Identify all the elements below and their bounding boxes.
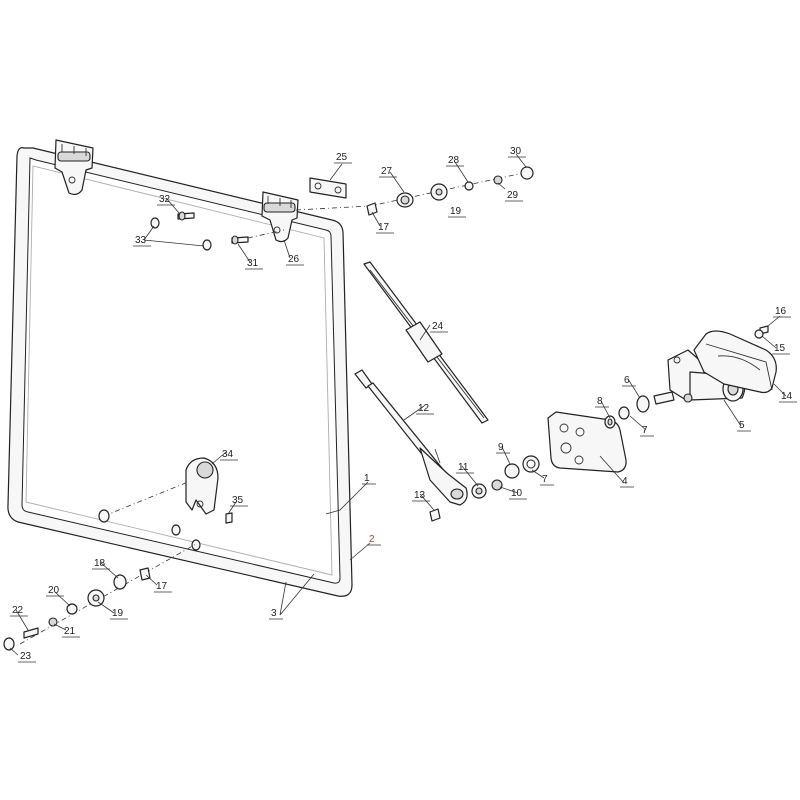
callout-17a: 17 <box>378 222 390 233</box>
callout-19b: 19 <box>112 608 124 619</box>
callout-15: 15 <box>774 343 786 354</box>
lower-fastener-stack <box>3 543 197 651</box>
callout-14: 14 <box>781 391 793 402</box>
callout-21: 21 <box>64 626 76 637</box>
callout-3: 3 <box>271 608 277 619</box>
callout-19a: 19 <box>450 206 462 217</box>
leader-lines <box>9 153 787 656</box>
wiper-blade <box>363 261 489 424</box>
callout-22: 22 <box>12 605 24 616</box>
callout-11: 11 <box>458 462 469 473</box>
callout-32: 32 <box>159 194 171 205</box>
callout-7b: 7 <box>542 474 548 485</box>
latch-bracket <box>98 457 233 551</box>
callout-8: 8 <box>597 396 603 407</box>
callout-4: 4 <box>622 476 628 487</box>
motor-cover <box>693 330 777 394</box>
callout-6: 6 <box>624 375 630 386</box>
callout-7a: 7 <box>642 425 648 436</box>
callout-26: 26 <box>288 254 300 265</box>
callout-33: 33 <box>135 235 147 246</box>
hinge-pivot-assembly <box>295 166 534 216</box>
callout-1: 1 <box>364 473 370 484</box>
callout-18: 18 <box>94 558 106 569</box>
callout-13: 13 <box>414 490 426 501</box>
callout-underlines <box>10 156 797 663</box>
wiper-arm <box>354 369 540 522</box>
callout-20: 20 <box>48 585 60 596</box>
callout-16: 16 <box>775 306 787 317</box>
callout-labels: 1 2 3 4 5 6 7 7 8 9 10 11 12 13 14 15 16… <box>12 146 793 662</box>
callout-29: 29 <box>507 190 519 201</box>
callout-35: 35 <box>232 495 244 506</box>
callout-28: 28 <box>448 155 460 166</box>
hinge-left <box>54 139 94 196</box>
cover-screws <box>754 325 769 339</box>
motor-washers <box>604 395 650 429</box>
callout-9: 9 <box>498 442 504 453</box>
window-frame <box>7 147 353 597</box>
callout-27: 27 <box>381 166 393 177</box>
callout-23: 23 <box>20 651 32 662</box>
callout-31: 31 <box>247 258 259 269</box>
callout-10: 10 <box>511 488 523 499</box>
callout-30: 30 <box>510 146 522 157</box>
hinge-right <box>261 191 299 243</box>
callout-5: 5 <box>739 420 745 431</box>
callout-12: 12 <box>418 403 430 414</box>
callout-2: 2 <box>369 534 375 545</box>
callout-17b: 17 <box>156 581 168 592</box>
callout-25: 25 <box>336 152 348 163</box>
callout-24: 24 <box>432 321 444 332</box>
hinge-fasteners <box>150 211 285 251</box>
callout-34: 34 <box>222 449 234 460</box>
